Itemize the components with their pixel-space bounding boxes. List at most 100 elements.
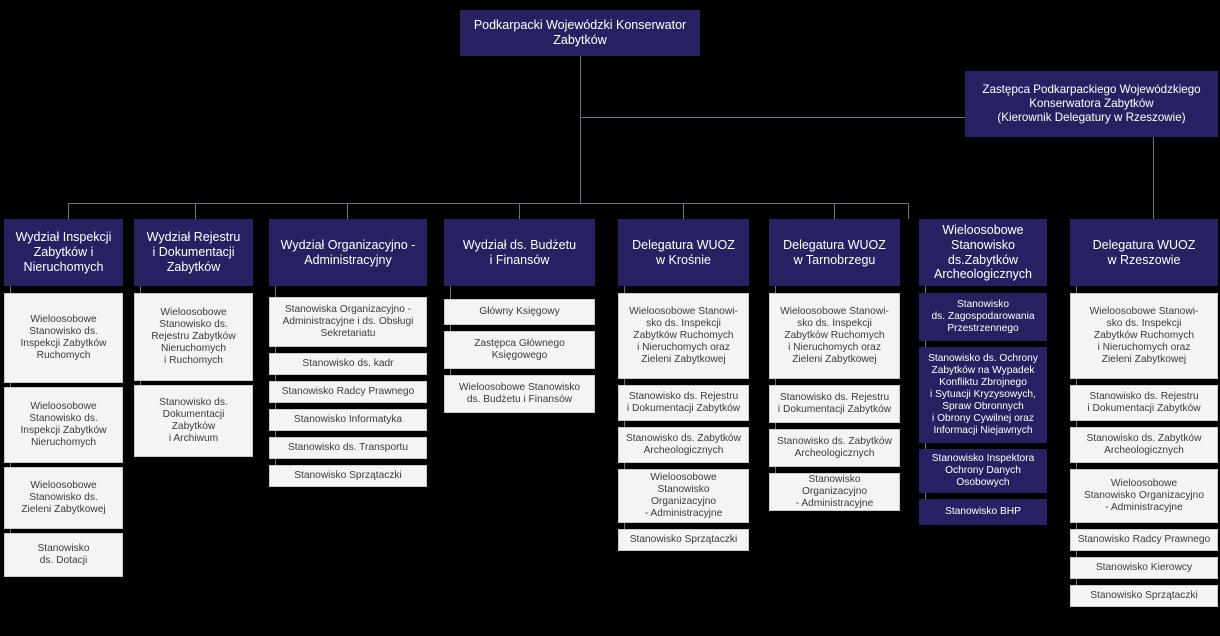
unit-label: Zastępca Głównego Księgowego xyxy=(474,337,565,361)
unit-label: Wieloosobowe Stanowisko Organizacyjno - … xyxy=(1083,477,1205,514)
connector-drop-col-2 xyxy=(195,203,196,219)
unit-box[interactable]: Stanowisko ds. Rejestru i Dokumentacji Z… xyxy=(769,385,900,423)
unit-box[interactable]: Wieloosobowe Stanowisko ds. Inspekcji Za… xyxy=(4,293,123,383)
column-header-label: Delegatura WUOZ w Rzeszowie xyxy=(1092,237,1196,267)
unit-label: Stanowisko Radcy Prawnego xyxy=(1077,533,1211,545)
unit-label: Stanowisko ds. Zabytków Archeologicznych xyxy=(1086,432,1202,456)
unit-box[interactable]: Wieloosobowe Stanowi- sko ds. Inspekcji … xyxy=(1070,293,1218,379)
root-label: Podkarpacki Wojewódzki Konserwator Zabyt… xyxy=(473,18,687,47)
column-header-delegatura-wuoz-w-tarnobrzegu[interactable]: Delegatura WUOZ w Tarnobrzegu xyxy=(769,219,900,286)
unit-box[interactable]: Wieloosobowe Stanowi- sko ds. Inspekcji … xyxy=(618,293,749,379)
unit-label: Stanowisko Kierowcy xyxy=(1095,561,1193,573)
unit-box[interactable]: Zastępca Głównego Księgowego xyxy=(444,331,595,369)
unit-label: Wieloosobowe Stanowisko Organizacyjno - … xyxy=(644,471,723,520)
column-header-label: Delegatura WUOZ w Krośnie xyxy=(632,237,735,267)
unit-box[interactable]: Wieloosobowe Stanowisko ds. Budżetu i Fi… xyxy=(444,375,595,413)
unit-box[interactable]: Stanowisko Informatyka xyxy=(269,409,427,431)
connector-drop-col-4 xyxy=(519,203,520,219)
connector-deputy-down xyxy=(1153,137,1154,235)
unit-box[interactable]: Stanowisko Radcy Prawnego xyxy=(1070,529,1218,551)
unit-label: Stanowisko ds. Rejestru i Dokumentacji Z… xyxy=(777,391,892,415)
unit-box[interactable]: Stanowisko Sprzątaczki xyxy=(269,465,427,487)
connector-drop-col-1 xyxy=(68,203,69,219)
unit-label: Stanowisko Informatyka xyxy=(293,413,403,425)
column-header-wydzial-inspekcji-zabytkow-i-nieruchomych[interactable]: Wydział Inspekcji Zabytków i Nieruchomyc… xyxy=(4,219,123,286)
unit-box[interactable]: Stanowisko ds. kadr xyxy=(269,353,427,375)
unit-label: Stanowisko ds. Zabytków Archeologicznych xyxy=(777,435,892,459)
unit-box[interactable]: Główny Księgowy xyxy=(444,299,595,325)
unit-box[interactable]: Stanowisko Kierowcy xyxy=(1070,557,1218,579)
connector-root-to-deputy xyxy=(580,117,965,118)
unit-label: Stanowisko BHP xyxy=(945,505,1021,517)
unit-box[interactable]: Stanowiska Organizacyjno - Administracyj… xyxy=(269,297,427,347)
unit-label: Stanowisko Radcy Prawnego xyxy=(281,385,415,397)
unit-label: Stanowisko ds. Rejestru i Dokumentacji Z… xyxy=(626,390,741,414)
unit-box[interactable]: Stanowisko ds. Rejestru i Dokumentacji Z… xyxy=(1070,385,1218,421)
root-node[interactable]: Podkarpacki Wojewódzki Konserwator Zabyt… xyxy=(460,10,700,56)
unit-label: Wieloosobowe Stanowisko ds. Budżetu i Fi… xyxy=(458,381,581,405)
column-header-wieloosobowe-stanowisko-ds-zabytkow-archeologicznych[interactable]: Wieloosobowe Stanowisko ds.Zabytków Arch… xyxy=(919,219,1047,286)
column-header-wydzial-organizacyjno-administracyjny[interactable]: Wydział Organizacyjno - Administracyjny xyxy=(269,219,427,286)
unit-box[interactable]: Stanowisko ds. Transportu xyxy=(269,437,427,459)
unit-box[interactable]: Stanowisko ds. Dokumentacji Zabytków i A… xyxy=(134,385,253,457)
unit-label: Stanowisko ds. Zagospodarowania Przestrz… xyxy=(931,298,1035,335)
unit-box[interactable]: Wieloosobowe Stanowisko ds. Rejestru Zab… xyxy=(134,293,253,381)
unit-label: Stanowisko Sprzątaczki xyxy=(294,469,402,481)
unit-label: Stanowisko ds. Rejestru i Dokumentacji Z… xyxy=(1087,390,1201,414)
column-header-wydzial-ds-budzetu-i-finansow[interactable]: Wydział ds. Budżetu i Finansów xyxy=(444,219,595,286)
unit-label: Wieloosobowe Stanowisko ds. Rejestru Zab… xyxy=(151,306,236,367)
connector-main-bus xyxy=(68,203,908,204)
column-header-label: Wydział ds. Budżetu i Finansów xyxy=(462,237,577,267)
unit-label: Stanowisko ds. Ochrony Zabytków na Wypad… xyxy=(928,352,1038,437)
unit-label: Stanowisko ds. kadr xyxy=(302,357,394,369)
unit-box[interactable]: Stanowisko ds. Rejestru i Dokumentacji Z… xyxy=(618,385,749,421)
unit-box[interactable]: Stanowisko ds. Ochrony Zabytków na Wypad… xyxy=(919,347,1047,443)
unit-box[interactable]: Stanowisko ds. Zabytków Archeologicznych xyxy=(618,427,749,463)
connector-drop-col-6 xyxy=(834,203,835,219)
unit-box[interactable]: Stanowisko ds. Zabytków Archeologicznych xyxy=(769,429,900,467)
unit-label: Stanowisko Sprzątaczki xyxy=(629,533,738,545)
column-header-label: Wydział Inspekcji Zabytków i Nieruchomyc… xyxy=(15,230,112,274)
unit-label: Stanowisko ds. Transportu xyxy=(287,441,409,453)
unit-box[interactable]: Stanowisko Radcy Prawnego xyxy=(269,381,427,403)
unit-box[interactable]: Stanowisko Inspektora Ochrony Danych Oso… xyxy=(919,449,1047,493)
unit-box[interactable]: Stanowisko Sprzątaczki xyxy=(1070,585,1218,607)
column-header-label: Wieloosobowe Stanowisko ds.Zabytków Arch… xyxy=(934,223,1032,282)
unit-label: Wieloosobowe Stanowi- sko ds. Inspekcji … xyxy=(629,305,738,366)
unit-box[interactable]: Stanowisko Sprzątaczki xyxy=(618,529,749,551)
deputy-node[interactable]: Zastępca Podkarpackiego Wojewódzkiego Ko… xyxy=(965,71,1218,137)
unit-box[interactable]: Stanowisko BHP xyxy=(919,499,1047,525)
column-header-label: Delegatura WUOZ w Tarnobrzegu xyxy=(783,237,886,267)
unit-box[interactable]: Wieloosobowe Stanowisko ds. Inspekcji Za… xyxy=(4,387,123,463)
unit-label: Główny Księgowy xyxy=(479,305,560,317)
unit-box[interactable]: Stanowisko Organizacyjno - Administracyj… xyxy=(769,473,900,511)
connector-drop-col-3 xyxy=(347,203,348,219)
unit-label: Stanowisko Sprzątaczki xyxy=(1090,589,1198,601)
unit-box[interactable]: Stanowisko ds. Dotacji xyxy=(4,533,123,577)
column-header-delegatura-wuoz-w-krosnie[interactable]: Delegatura WUOZ w Krośnie xyxy=(618,219,749,286)
connector-drop-col-5 xyxy=(683,203,684,219)
deputy-label: Zastępca Podkarpackiego Wojewódzkiego Ko… xyxy=(982,83,1201,124)
unit-box[interactable]: Wieloosobowe Stanowi- sko ds. Inspekcji … xyxy=(769,293,900,379)
unit-box[interactable]: Stanowisko ds. Zagospodarowania Przestrz… xyxy=(919,293,1047,341)
column-header-label: Wydział Rejestru i Dokumentacji Zabytków xyxy=(146,230,241,274)
unit-label: Stanowisko Inspektora Ochrony Danych Oso… xyxy=(931,452,1035,489)
column-header-delegatura-wuoz-w-rzeszowie[interactable]: Delegatura WUOZ w Rzeszowie xyxy=(1070,219,1218,286)
unit-label: Stanowiska Organizacyjno - Administracyj… xyxy=(282,303,414,340)
unit-box[interactable]: Wieloosobowe Stanowisko Organizacyjno - … xyxy=(618,469,749,523)
unit-label: Wieloosobowe Stanowi- sko ds. Inspekcji … xyxy=(780,305,889,366)
unit-box[interactable]: Wieloosobowe Stanowisko Organizacyjno - … xyxy=(1070,469,1218,523)
unit-label: Wieloosobowe Stanowisko ds. Inspekcji Za… xyxy=(20,400,107,449)
unit-label: Wieloosobowe Stanowi- sko ds. Inspekcji … xyxy=(1089,305,1199,366)
unit-label: Stanowisko ds. Dokumentacji Zabytków i A… xyxy=(159,396,228,445)
unit-box[interactable]: Stanowisko ds. Zabytków Archeologicznych xyxy=(1070,427,1218,463)
column-header-wydzial-rejestru-i-dokumentacji-zabytkow[interactable]: Wydział Rejestru i Dokumentacji Zabytków xyxy=(134,219,253,286)
column-header-label: Wydział Organizacyjno - Administracyjny xyxy=(280,237,416,267)
unit-label: Stanowisko ds. Dotacji xyxy=(37,542,90,566)
unit-label: Wieloosobowe Stanowisko ds. Inspekcji Za… xyxy=(20,313,107,362)
connector-root-down xyxy=(580,56,581,204)
unit-label: Stanowisko ds. Zabytków Archeologicznych xyxy=(626,432,741,456)
unit-label: Wieloosobowe Stanowisko ds. Zieleni Zaby… xyxy=(21,479,106,516)
unit-box[interactable]: Wieloosobowe Stanowisko ds. Zieleni Zaby… xyxy=(4,467,123,529)
unit-label: Stanowisko Organizacyjno - Administracyj… xyxy=(795,473,874,510)
